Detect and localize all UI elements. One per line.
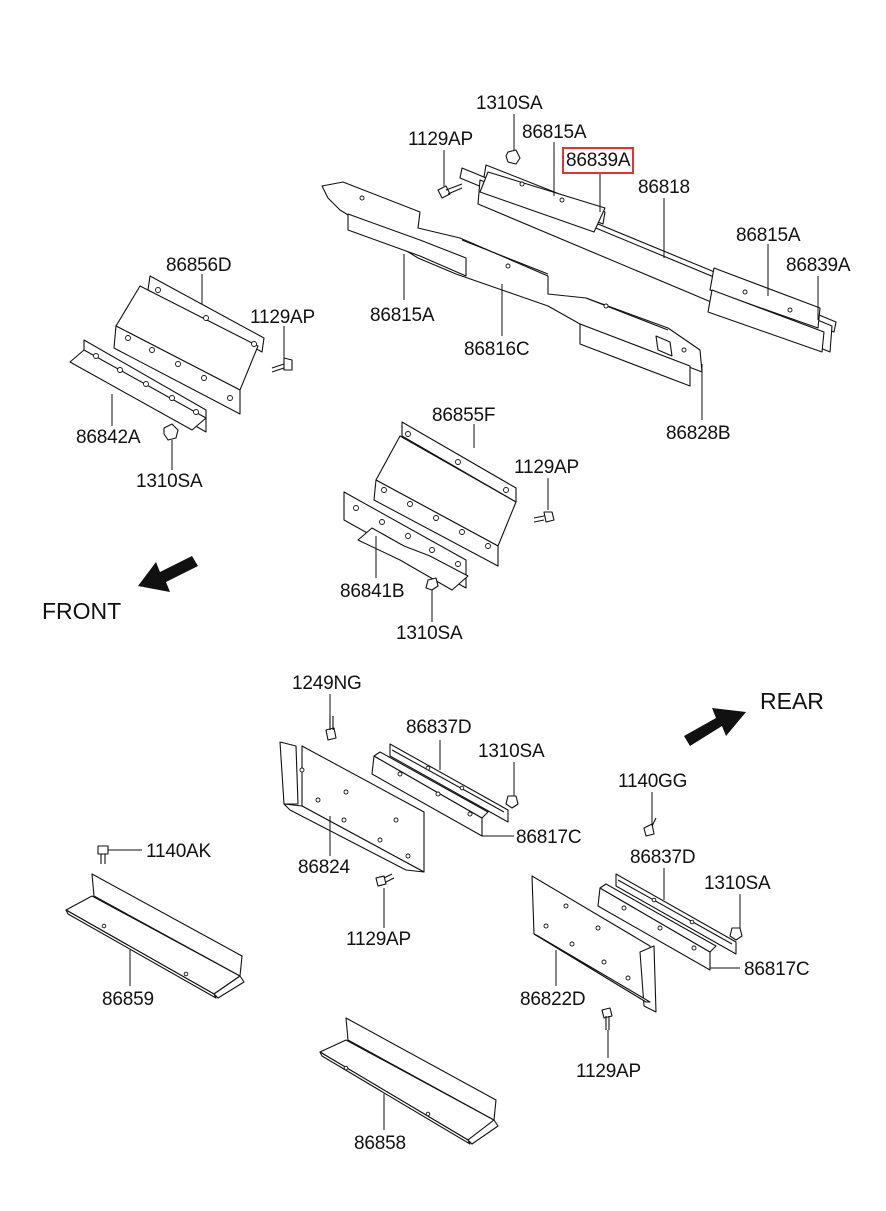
callout-86842A[interactable]: 86842A [76, 427, 141, 448]
callout-1140GG[interactable]: 1140GG [618, 771, 688, 792]
callout-1310SA-center[interactable]: 1310SA [396, 623, 463, 644]
bracket-86841B[interactable] [343, 491, 469, 591]
bolt-1140AK[interactable] [97, 845, 109, 864]
callout-86841B[interactable]: 86841B [340, 581, 405, 602]
callout-86839A-highlighted[interactable]: 86839A [561, 147, 635, 174]
rear-direction-label: REAR [760, 688, 824, 714]
leader-lines [108, 114, 819, 1130]
tray-86858[interactable] [319, 1017, 499, 1145]
plate-86817C-right[interactable] [597, 883, 717, 971]
bracket-86842A[interactable] [69, 339, 207, 433]
nut-1310SA-left[interactable] [163, 423, 179, 441]
callout-1249NG[interactable]: 1249NG [292, 673, 362, 694]
bracket-86856D[interactable] [113, 275, 265, 415]
callout-86815A-mid[interactable]: 86815A [370, 305, 435, 326]
front-arrow-icon [138, 556, 198, 592]
callout-86859[interactable]: 86859 [102, 989, 154, 1010]
callout-1310SA-left[interactable]: 1310SA [136, 471, 203, 492]
callout-86816C[interactable]: 86816C [464, 339, 530, 360]
panel-86822D[interactable] [531, 875, 657, 1013]
callout-86837D-left[interactable]: 86837D [406, 717, 472, 738]
tray-86859[interactable] [65, 873, 245, 999]
bolt-1129AP-top[interactable] [437, 183, 463, 199]
callout-86817C-left[interactable]: 86817C [516, 827, 582, 848]
panel-86824[interactable] [279, 741, 425, 873]
callout-86837D-right[interactable]: 86837D [630, 847, 696, 868]
bolt-1140GG[interactable] [643, 817, 657, 837]
callout-1140AK[interactable]: 1140AK [146, 841, 212, 862]
front-direction-label: FRONT [42, 598, 122, 624]
callout-86855F[interactable]: 86855F [432, 405, 496, 426]
callout-86839A-right[interactable]: 86839A [786, 255, 851, 276]
bolt-1249NG[interactable] [325, 716, 337, 741]
strip-86837D-right[interactable] [615, 873, 737, 955]
nut-1310SA-mid[interactable] [505, 795, 519, 809]
callout-86828B[interactable]: 86828B [666, 423, 731, 444]
callout-86824[interactable]: 86824 [298, 857, 350, 878]
callout-1129AP-mid[interactable]: 1129AP [346, 929, 412, 950]
bolt-1129AP-left[interactable] [271, 357, 293, 373]
rear-arrow-icon [684, 708, 746, 746]
callout-86815A-right[interactable]: 86815A [736, 225, 801, 246]
strip-86837D-left[interactable] [389, 743, 509, 823]
nut-1310SA-top[interactable] [505, 149, 521, 165]
plate-86817C-left[interactable] [371, 751, 489, 837]
bolt-1129AP-right[interactable] [601, 1007, 613, 1030]
rail-86815A-upper[interactable] [479, 171, 825, 353]
rail-86816C[interactable] [321, 181, 703, 387]
callout-86817C-right[interactable]: 86817C [744, 959, 810, 980]
callout-86856D[interactable]: 86856D [166, 255, 232, 276]
bracket-86855F[interactable] [373, 421, 517, 567]
callout-1129AP-right[interactable]: 1129AP [576, 1061, 642, 1082]
bolt-1129AP-mid[interactable] [375, 873, 395, 887]
callout-1129AP-top[interactable]: 1129AP [408, 129, 474, 150]
callout-1310SA-top[interactable]: 1310SA [476, 93, 543, 114]
callout-1310SA-right[interactable]: 1310SA [704, 873, 771, 894]
callout-1310SA-mid[interactable]: 1310SA [478, 741, 545, 762]
callout-1129AP-left[interactable]: 1129AP [250, 307, 316, 328]
callout-86858[interactable]: 86858 [354, 1133, 406, 1154]
callout-86815A-top[interactable]: 86815A [522, 122, 587, 143]
bolt-1129AP-center[interactable] [533, 511, 555, 523]
callout-86818[interactable]: 86818 [638, 177, 690, 198]
nut-1310SA-center[interactable] [425, 577, 439, 591]
callout-1129AP-center[interactable]: 1129AP [514, 457, 580, 478]
callout-86822D[interactable]: 86822D [520, 989, 586, 1010]
nut-1310SA-right[interactable] [729, 927, 743, 941]
